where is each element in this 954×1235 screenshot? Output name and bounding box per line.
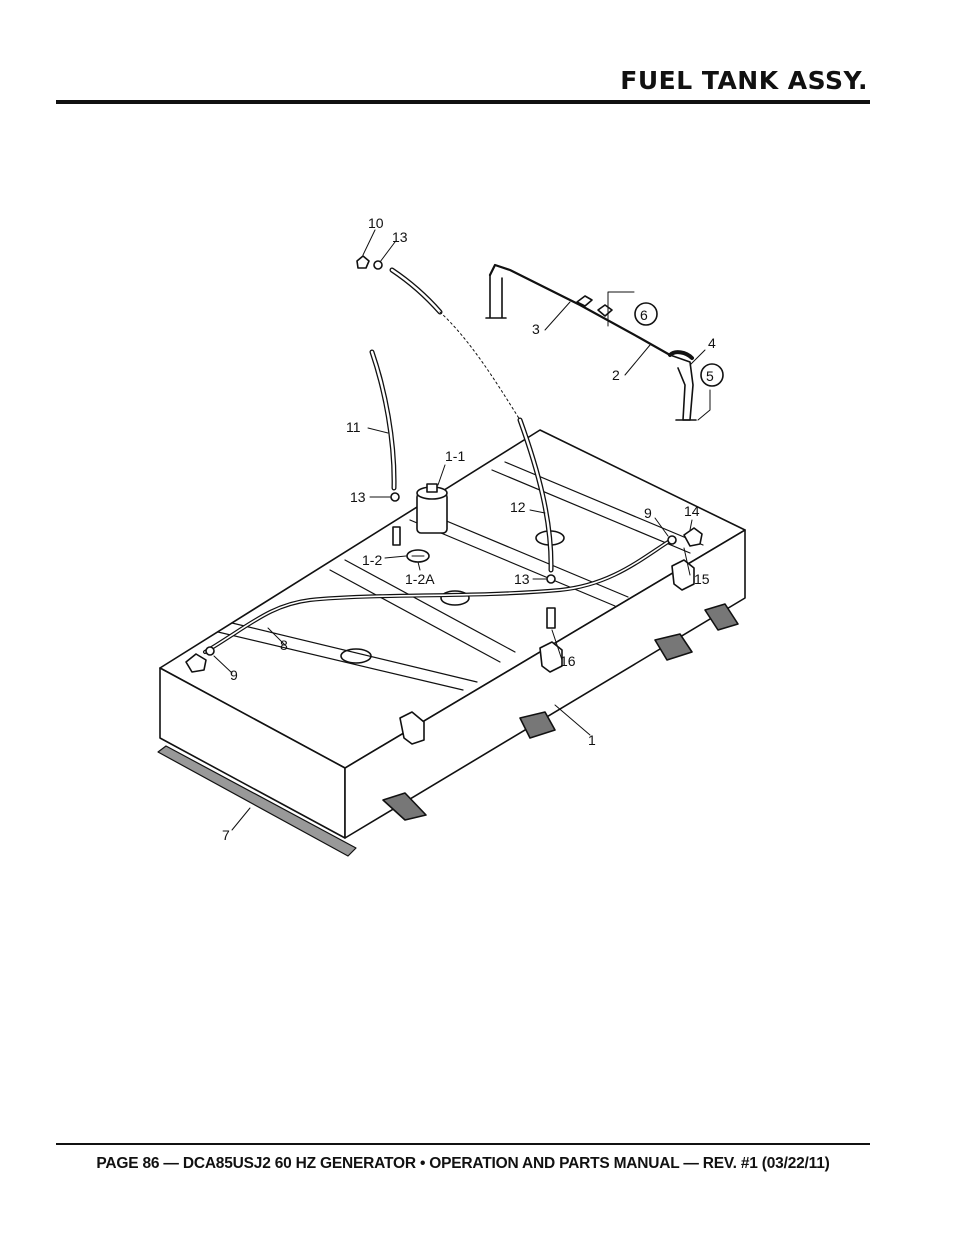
hold-down-bracket bbox=[488, 263, 672, 357]
page-footer: PAGE 86 — DCA85USJ2 60 HZ GENERATOR • OP… bbox=[96, 1155, 830, 1172]
callout-15: 15 bbox=[694, 571, 710, 587]
callout-1-1: 1-1 bbox=[445, 448, 465, 464]
callout-13: 13 bbox=[350, 489, 366, 505]
callout-3: 3 bbox=[532, 321, 540, 337]
callout-4: 4 bbox=[708, 335, 716, 351]
callout-1: 1 bbox=[588, 732, 596, 748]
callout-9: 9 bbox=[644, 505, 652, 521]
callout-13: 13 bbox=[514, 571, 530, 587]
callout-12: 12 bbox=[510, 499, 526, 515]
callout-8: 8 bbox=[280, 637, 288, 653]
rubber-strip bbox=[157, 745, 357, 857]
callout-16: 16 bbox=[560, 653, 576, 669]
callout-13: 13 bbox=[392, 229, 408, 245]
callout-7: 7 bbox=[222, 827, 230, 843]
callout-2: 2 bbox=[612, 367, 620, 383]
footer-rule bbox=[56, 1143, 870, 1145]
page-title: FUEL TANK ASSY. bbox=[620, 66, 868, 95]
callout-9: 9 bbox=[230, 667, 238, 683]
callout-14: 14 bbox=[684, 503, 700, 519]
fuel-hose-11 bbox=[369, 349, 397, 491]
callout-6: 6 bbox=[640, 307, 648, 323]
callout-10: 10 bbox=[368, 215, 384, 231]
callout-1-2: 1-2 bbox=[362, 552, 382, 568]
header-rule bbox=[56, 100, 870, 104]
callout-circle-5 bbox=[700, 363, 724, 387]
callout-circle-6 bbox=[634, 302, 658, 326]
callout-5: 5 bbox=[706, 368, 714, 384]
callout-11: 11 bbox=[346, 419, 361, 435]
callout-1-2a: 1-2A bbox=[405, 571, 435, 587]
